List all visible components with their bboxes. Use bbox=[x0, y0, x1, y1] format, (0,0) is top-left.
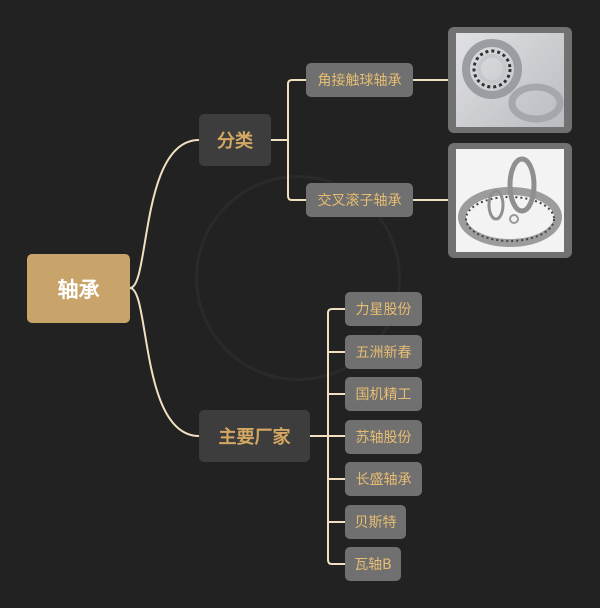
maker-wazhou-b[interactable]: 瓦轴B bbox=[345, 547, 401, 581]
node-angular-contact-ball-bearing[interactable]: 角接触球轴承 bbox=[306, 63, 413, 97]
maker-best[interactable]: 贝斯特 bbox=[345, 505, 406, 539]
connector-category-children bbox=[271, 79, 306, 201]
bearing-icon bbox=[462, 39, 564, 123]
connector-root-makers bbox=[129, 287, 200, 437]
angular-contact-ball-bearing-image bbox=[448, 27, 572, 133]
branch-manufacturers[interactable]: 主要厂家 bbox=[199, 410, 310, 462]
connector-images bbox=[413, 79, 448, 201]
node-crossed-roller-bearing[interactable]: 交叉滚子轴承 bbox=[306, 183, 413, 217]
branch-category[interactable]: 分类 bbox=[199, 114, 271, 166]
maker-suzhou[interactable]: 苏轴股份 bbox=[345, 420, 422, 454]
maker-lixing[interactable]: 力星股份 bbox=[345, 292, 422, 326]
connector-makers-children bbox=[310, 308, 345, 565]
bearing-ring-icon bbox=[458, 156, 562, 247]
maker-changsheng[interactable]: 长盛轴承 bbox=[345, 462, 422, 496]
watermark bbox=[195, 175, 401, 381]
root-node[interactable]: 轴承 bbox=[27, 254, 130, 323]
maker-wuzhou-xinchun[interactable]: 五洲新春 bbox=[345, 335, 422, 369]
maker-guoji-jinggong[interactable]: 国机精工 bbox=[345, 377, 422, 411]
connector-root-category bbox=[129, 139, 200, 289]
crossed-roller-bearing-image bbox=[448, 143, 572, 258]
